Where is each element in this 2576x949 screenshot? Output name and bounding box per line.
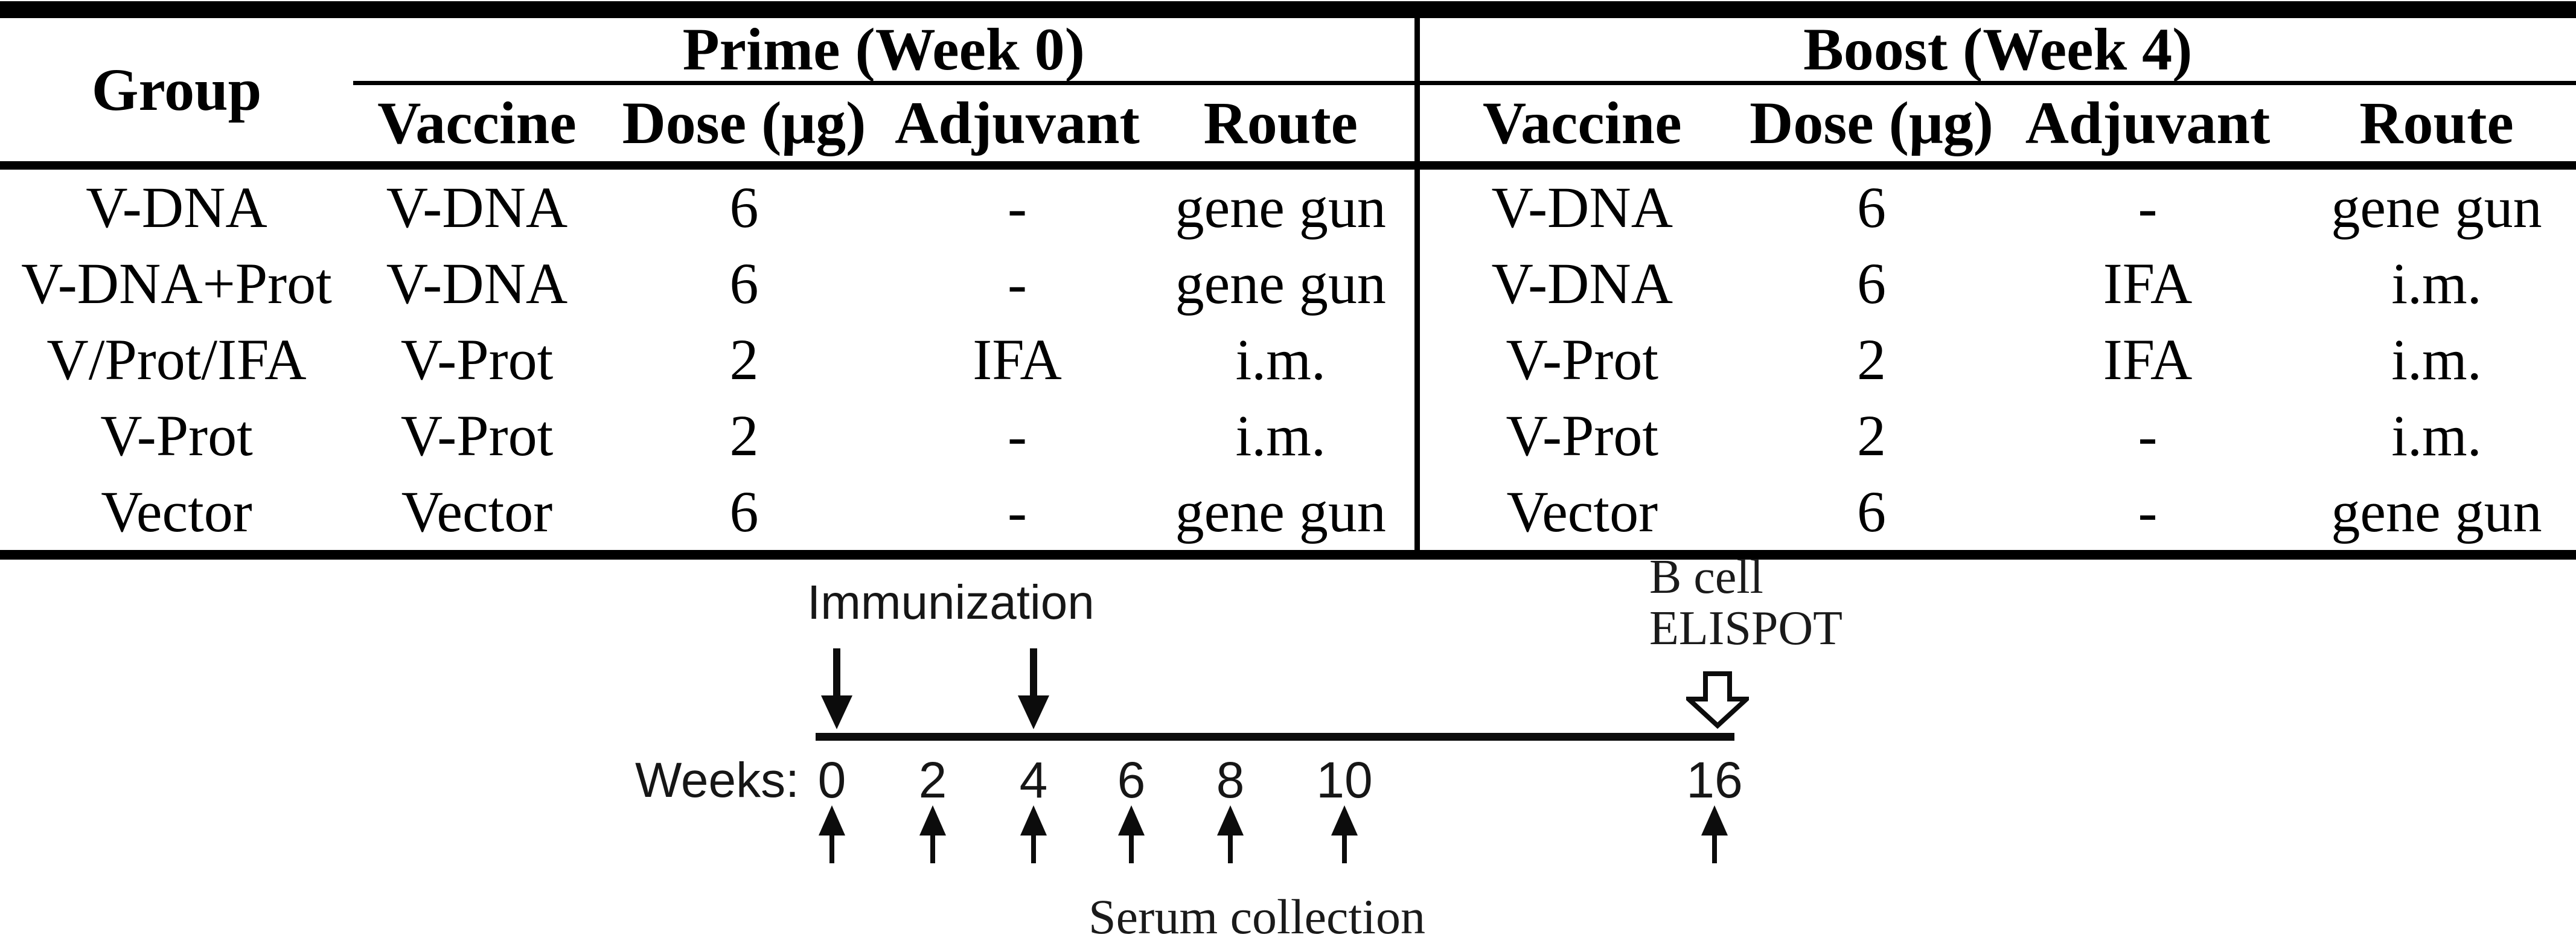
serum-arrow-week2-icon xyxy=(919,805,946,863)
table-cell: - xyxy=(2138,403,2158,468)
table-cell: 6 xyxy=(1857,175,1887,240)
table-cell: 2 xyxy=(729,327,759,392)
table-cell: gene gun xyxy=(2331,175,2542,240)
prime-adjuvant-header: Adjuvant xyxy=(887,83,1147,170)
bcell-elispot-label: B cell ELISPOT xyxy=(1649,552,1843,654)
table-cell: V-Prot xyxy=(1414,398,1745,474)
table-cell: - xyxy=(1008,479,1027,544)
table-cell: IFA xyxy=(973,327,1062,392)
table-cell: V-DNA xyxy=(386,251,568,316)
boost-section-header: Boost (Week 4) xyxy=(1414,10,2576,85)
table-cell: - xyxy=(2138,175,2158,240)
week-tick-4: 4 xyxy=(1019,752,1048,808)
serum-arrow-week8-icon xyxy=(1217,805,1244,863)
bcell-label-line1: B cell xyxy=(1649,551,1763,604)
table-row: V/Prot/IFA V-Prot 2 IFA i.m. V-Prot 2 IF… xyxy=(0,322,2576,398)
week-tick-2: 2 xyxy=(918,752,947,808)
bcell-label-line2: ELISPOT xyxy=(1649,601,1843,655)
boost-adjuvant-header: Adjuvant xyxy=(1998,83,2298,170)
table-cell: V-Prot xyxy=(400,403,554,468)
table-cell: 6 xyxy=(729,479,759,544)
table-cell: V-DNA xyxy=(1414,165,1745,246)
table-cell: - xyxy=(1008,251,1027,316)
table-cell: 2 xyxy=(1857,403,1887,468)
immunization-label: Immunization xyxy=(807,575,1095,629)
table-cell: - xyxy=(1008,403,1027,468)
table-cell: i.m. xyxy=(1235,403,1326,468)
table-cell: 6 xyxy=(1857,251,1887,316)
table-cell: i.m. xyxy=(2391,327,2482,392)
weeks-label: Weeks: xyxy=(635,753,799,808)
group-cell: V/Prot/IFA xyxy=(46,327,307,392)
table-cell: IFA xyxy=(2103,327,2193,392)
week-tick-6: 6 xyxy=(1117,752,1146,808)
serum-arrow-week6-icon xyxy=(1118,805,1145,863)
immunization-arrow-week4-icon xyxy=(1018,648,1049,729)
table-cell: gene gun xyxy=(1175,175,1386,240)
table-cell: 6 xyxy=(729,175,759,240)
immunization-arrow-week0-icon xyxy=(821,648,852,729)
group-cell: Vector xyxy=(101,479,252,544)
table-cell: IFA xyxy=(2103,251,2193,316)
boost-vaccine-header: Vaccine xyxy=(1414,83,1745,170)
table-cell: 2 xyxy=(1857,327,1887,392)
prime-route-header: Route xyxy=(1147,83,1417,170)
serum-arrow-week4-icon xyxy=(1020,805,1047,863)
table-cell: gene gun xyxy=(2331,479,2542,544)
table-cell: gene gun xyxy=(1175,251,1386,316)
serum-arrow-week10-icon xyxy=(1331,805,1358,863)
table-cell: i.m. xyxy=(1235,327,1326,392)
table-cell: Vector xyxy=(401,479,553,544)
table-row: V-DNA V-DNA 6 - gene gun V-DNA 6 - gene … xyxy=(0,165,2576,246)
boost-dose-header: Dose (μg) xyxy=(1745,83,1999,170)
table-row: V-DNA+Prot V-DNA 6 - gene gun V-DNA 6 IF… xyxy=(0,246,2576,322)
study-design-table: Group Prime (Week 0) Boost (Week 4) Vacc… xyxy=(0,1,2576,560)
week-tick-0: 0 xyxy=(817,752,846,808)
table-cell: V-Prot xyxy=(400,327,554,392)
table-row: Vector Vector 6 - gene gun Vector 6 - ge… xyxy=(0,474,2576,555)
table-row: V-Prot V-Prot 2 - i.m. V-Prot 2 - i.m. xyxy=(0,398,2576,474)
table-cell: - xyxy=(1008,175,1027,240)
week-tick-10: 10 xyxy=(1316,752,1373,808)
week-tick-8: 8 xyxy=(1216,752,1245,808)
serum-collection-label: Serum collection xyxy=(1088,889,1425,944)
week-tick-16: 16 xyxy=(1686,752,1743,808)
table-cell: 2 xyxy=(729,403,759,468)
table-cell: i.m. xyxy=(2391,403,2482,468)
timeline-axis xyxy=(816,733,1734,741)
prime-section-header: Prime (Week 0) xyxy=(353,10,1417,85)
table-cell: 6 xyxy=(1857,479,1887,544)
table-cell: gene gun xyxy=(1175,479,1386,544)
group-cell: V-DNA+Prot xyxy=(21,251,332,316)
table-cell: Vector xyxy=(1414,474,1745,555)
table-cell: V-DNA xyxy=(1414,246,1745,322)
boost-route-header: Route xyxy=(2297,83,2576,170)
table-cell: - xyxy=(2138,479,2158,544)
elispot-arrow-icon xyxy=(1686,671,1749,729)
table-cell: V-Prot xyxy=(1414,322,1745,398)
table-cell: i.m. xyxy=(2391,251,2482,316)
serum-arrow-week16-icon xyxy=(1701,805,1728,863)
table-cell: V-DNA xyxy=(386,175,568,240)
serum-arrow-week0-icon xyxy=(819,805,845,863)
group-cell: V-Prot xyxy=(100,403,253,468)
group-cell: V-DNA xyxy=(86,175,267,240)
prime-dose-header: Dose (μg) xyxy=(601,83,887,170)
prime-vaccine-header: Vaccine xyxy=(353,83,601,170)
group-column-header: Group xyxy=(0,10,353,170)
table-cell: 6 xyxy=(729,251,759,316)
